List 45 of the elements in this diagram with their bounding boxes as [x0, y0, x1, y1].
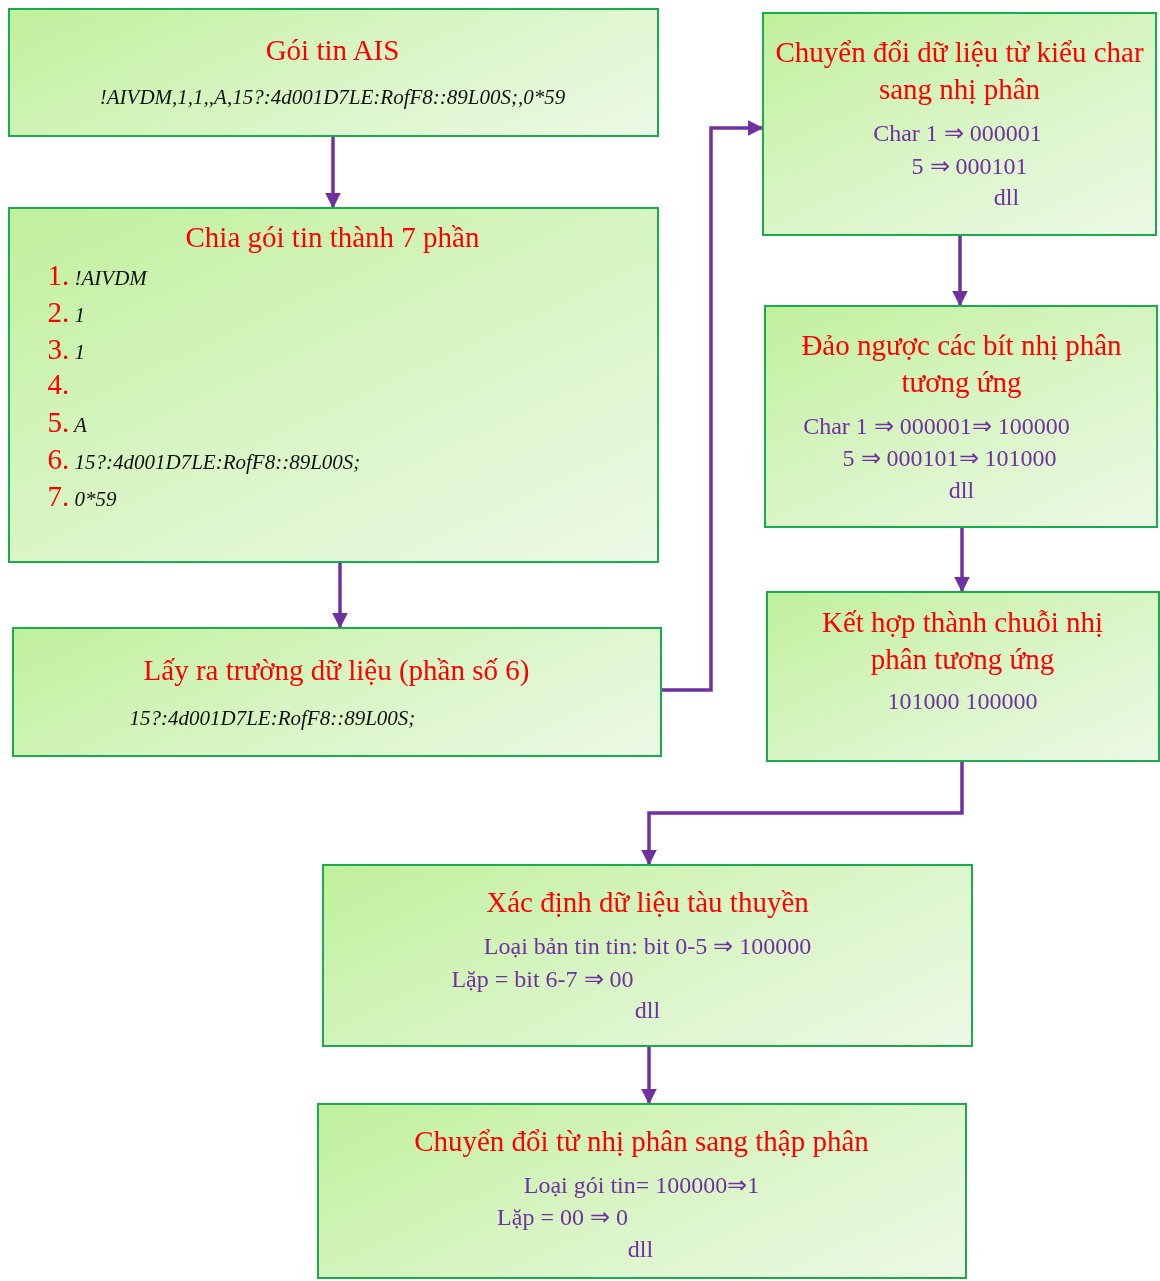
box-text: Loại bản tin tin: bit 0-5 ⇒ 100000 — [483, 931, 812, 961]
box-text: 5 ⇒ 000101⇒ 101000 — [842, 443, 1057, 473]
box-text: !AIVDM,1,1,,A,15?:4d001D7LE:RofF8::89L00S;,0*59 — [99, 83, 566, 111]
box-title: Gói tin AIS — [265, 32, 400, 68]
arrow — [332, 563, 348, 629]
arrow — [952, 236, 968, 307]
box-text: dll — [948, 475, 975, 505]
box-text: Char 1 ⇒ 000001⇒ 100000 — [803, 411, 1070, 441]
list-item: 6. 15?:4d001D7LE:RofF8::89L00S; — [47, 441, 361, 477]
box-text: Loại gói tin= 100000⇒1 — [523, 1170, 760, 1200]
list-item: 7. 0*59 — [47, 478, 117, 514]
box-text: dll — [993, 182, 1020, 212]
box-title: Xác định dữ liệu tàu thuyền — [486, 884, 809, 920]
arrow — [641, 762, 964, 866]
process-box — [8, 207, 659, 563]
box-text: Lặp = bit 6-7 ⇒ 00 — [451, 964, 634, 994]
box-text: Lặp = 00 ⇒ 0 — [497, 1202, 628, 1232]
process-box — [12, 627, 662, 757]
arrow — [325, 137, 341, 209]
list-item: 2. 1 — [47, 294, 85, 330]
list-item: 4. — [47, 366, 70, 402]
box-title: Chuyển đổi từ nhị phân sang thập phân — [414, 1123, 869, 1159]
box-text: dll — [627, 1234, 654, 1264]
process-box — [8, 8, 659, 137]
box-text: 5 ⇒ 000101 — [911, 151, 1028, 181]
box-title: Kết hợp thành chuỗi nhị phân tương ứng — [820, 604, 1105, 678]
process-box — [764, 305, 1158, 528]
process-box — [322, 864, 973, 1047]
box-title: Lấy ra trường dữ liệu (phần số 6) — [143, 652, 530, 688]
box-text: dll — [634, 995, 661, 1025]
arrow — [641, 1047, 657, 1105]
arrow — [662, 120, 764, 692]
box-text: Char 1 ⇒ 000001 — [873, 118, 1042, 148]
box-title: Đảo ngược các bít nhị phân tương ứng — [800, 327, 1123, 401]
box-title: Chia gói tin thành 7 phần — [185, 219, 480, 255]
box-text: 101000 100000 — [887, 686, 1038, 716]
box-title: Chuyển đổi dữ liệu từ kiểu char sang nhị phân — [774, 34, 1145, 108]
list-item: 3. 1 — [47, 331, 85, 367]
process-box — [766, 591, 1160, 762]
list-item: 5. A — [47, 404, 87, 440]
arrow — [954, 528, 970, 593]
process-box — [762, 12, 1157, 236]
process-box — [317, 1103, 967, 1279]
list-item: 1. !AIVDM — [47, 257, 147, 293]
box-text: 15?:4d001D7LE:RofF8::89L00S; — [129, 704, 416, 732]
